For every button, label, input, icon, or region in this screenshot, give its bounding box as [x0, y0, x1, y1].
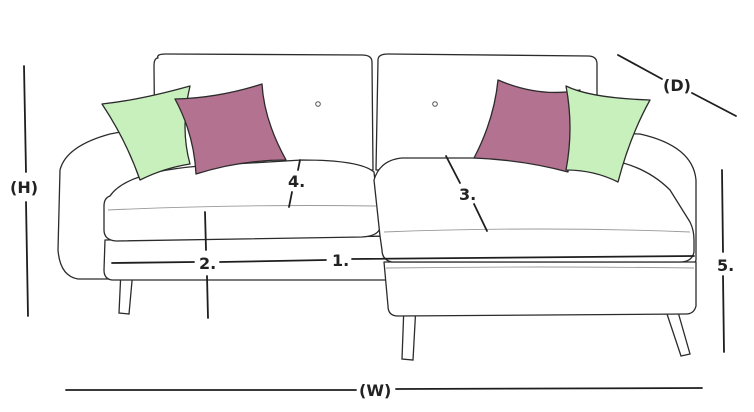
line-5-bottom: [722, 275, 725, 353]
height-label: (H): [10, 178, 38, 197]
measurement-lines: [23, 54, 737, 391]
line-1-far-left: [111, 261, 195, 264]
depth-line-left: [617, 54, 663, 80]
chaise-base: [383, 261, 697, 317]
measurement-labels: (H) (D) (W) 1. 2. 3. 4. 5.: [10, 76, 734, 400]
chaise-seat-cushion: [373, 157, 695, 263]
measure-label-3: 3.: [459, 185, 476, 204]
pillows: [101, 79, 651, 183]
width-label: (W): [359, 381, 391, 400]
line-3-top: [445, 155, 461, 184]
measure-label-2: 2.: [199, 254, 216, 273]
depth-line-right: [691, 92, 737, 117]
line-5-top: [721, 169, 724, 253]
line-1-left: [219, 259, 327, 263]
width-line-right: [395, 387, 703, 390]
line-1-right: [351, 255, 695, 260]
measure-label-5: 5.: [717, 256, 734, 275]
line-4-top: [297, 159, 301, 171]
chaise-cushion-lower-seam: [385, 266, 695, 269]
line-3-bottom: [473, 203, 488, 232]
measure-label-4: 4.: [288, 172, 305, 191]
seat-cushion-left: [103, 159, 381, 242]
depth-label: (D): [663, 76, 691, 95]
pillow-green-left: [101, 85, 191, 181]
height-line-top: [23, 65, 27, 173]
height-line-bottom: [25, 201, 29, 317]
tuft-button-3: [432, 101, 438, 107]
line-4-bottom: [288, 191, 293, 208]
pillow-green-right: [565, 85, 651, 183]
sofa-legs: [118, 269, 691, 361]
tuft-button-2: [315, 101, 321, 107]
line-2-bottom: [206, 275, 209, 319]
seat-cushion-left-seam: [107, 205, 377, 211]
sofa-front-base: [103, 235, 396, 281]
pillow-plum-left: [174, 83, 287, 175]
line-2-top: [204, 211, 207, 251]
seat-cushions: [103, 157, 695, 269]
pillow-plum-right: [473, 79, 581, 173]
chaise-cushion-seam: [383, 228, 691, 233]
measure-label-1: 1.: [332, 251, 349, 270]
